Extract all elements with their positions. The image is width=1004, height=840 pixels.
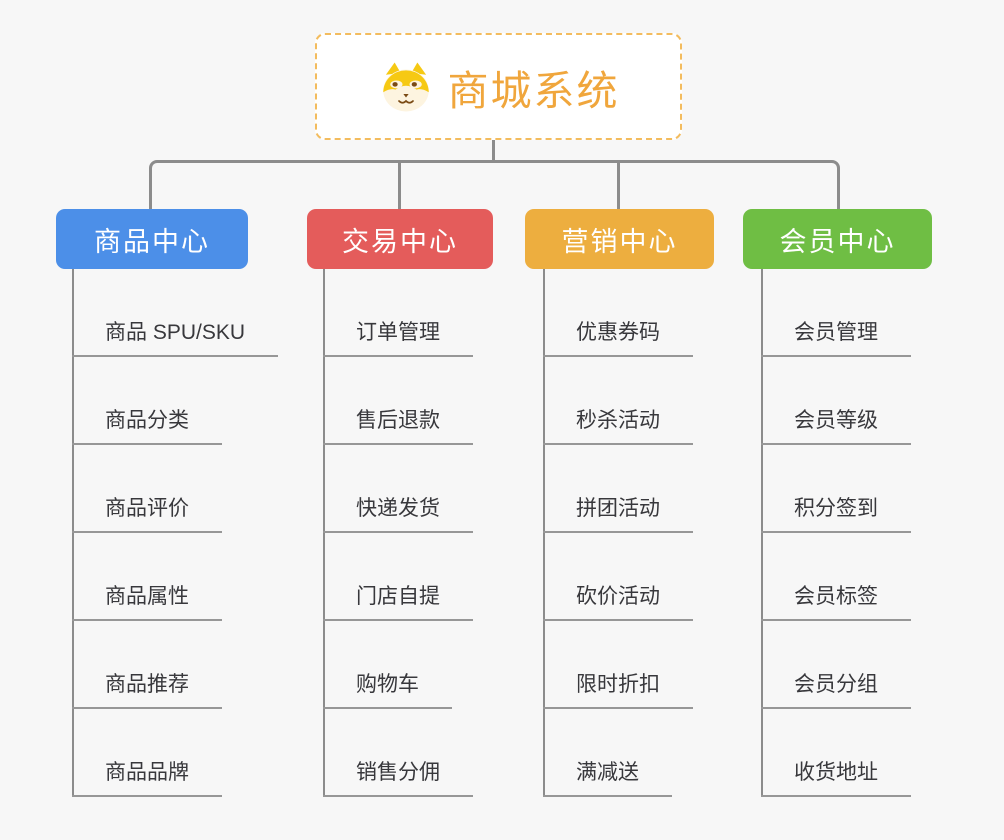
child-topic[interactable]: 商品分类 [72, 357, 222, 445]
child-topic[interactable]: 砍价活动 [543, 533, 693, 621]
child-topic[interactable]: 会员分组 [761, 621, 911, 709]
child-topic[interactable]: 商品评价 [72, 445, 222, 533]
child-topic[interactable]: 积分签到 [761, 445, 911, 533]
branch-node-product[interactable]: 商品中心 [56, 209, 248, 269]
branch-children-marketing: 优惠券码 秒杀活动 拼团活动 砍价活动 限时折扣 满减送 [543, 269, 693, 797]
child-topic[interactable]: 秒杀活动 [543, 357, 693, 445]
child-topic[interactable]: 购物车 [323, 621, 452, 709]
child-topic[interactable]: 优惠券码 [543, 269, 693, 357]
connector-drop-marketing [617, 162, 620, 209]
child-topic[interactable]: 会员管理 [761, 269, 911, 357]
shiba-dog-icon [382, 62, 429, 111]
child-topic[interactable]: 商品属性 [72, 533, 222, 621]
connector-bus [149, 160, 840, 209]
child-topic[interactable]: 门店自提 [323, 533, 473, 621]
child-topic[interactable]: 商品品牌 [72, 709, 222, 797]
connector-drop-trade [398, 162, 401, 209]
branch-label: 营销中心 [561, 226, 678, 257]
branch-children-product: 商品 SPU/SKU 商品分类 商品评价 商品属性 商品推荐 商品品牌 [72, 269, 279, 797]
child-topic[interactable]: 收货地址 [761, 709, 911, 797]
child-topic[interactable]: 会员标签 [761, 533, 911, 621]
branch-label: 商品中心 [94, 226, 210, 257]
branch-children-member: 会员管理 会员等级 积分签到 会员标签 会员分组 收货地址 [761, 269, 911, 797]
branch-label: 会员中心 [779, 226, 896, 257]
child-topic[interactable]: 订单管理 [323, 269, 473, 357]
child-topic[interactable]: 快递发货 [323, 445, 473, 533]
child-topic[interactable]: 商品推荐 [72, 621, 222, 709]
connector-root-stem [492, 139, 495, 163]
child-topic[interactable]: 销售分佣 [323, 709, 473, 797]
root-topic-label: 商城系统 [447, 67, 620, 114]
child-topic[interactable]: 满减送 [543, 709, 672, 797]
child-topic[interactable]: 商品 SPU/SKU [72, 269, 279, 357]
child-topic[interactable]: 限时折扣 [543, 621, 693, 709]
child-topic[interactable]: 会员等级 [761, 357, 911, 445]
child-topic[interactable]: 拼团活动 [543, 445, 693, 533]
branch-label: 交易中心 [342, 226, 458, 257]
child-topic[interactable]: 售后退款 [323, 357, 473, 445]
branch-node-marketing[interactable]: 营销中心 [525, 209, 714, 269]
branch-node-trade[interactable]: 交易中心 [307, 209, 493, 269]
root-topic[interactable]: 商城系统 [315, 33, 682, 140]
branch-node-member[interactable]: 会员中心 [743, 209, 932, 269]
branch-children-trade: 订单管理 售后退款 快递发货 门店自提 购物车 销售分佣 [323, 269, 473, 797]
